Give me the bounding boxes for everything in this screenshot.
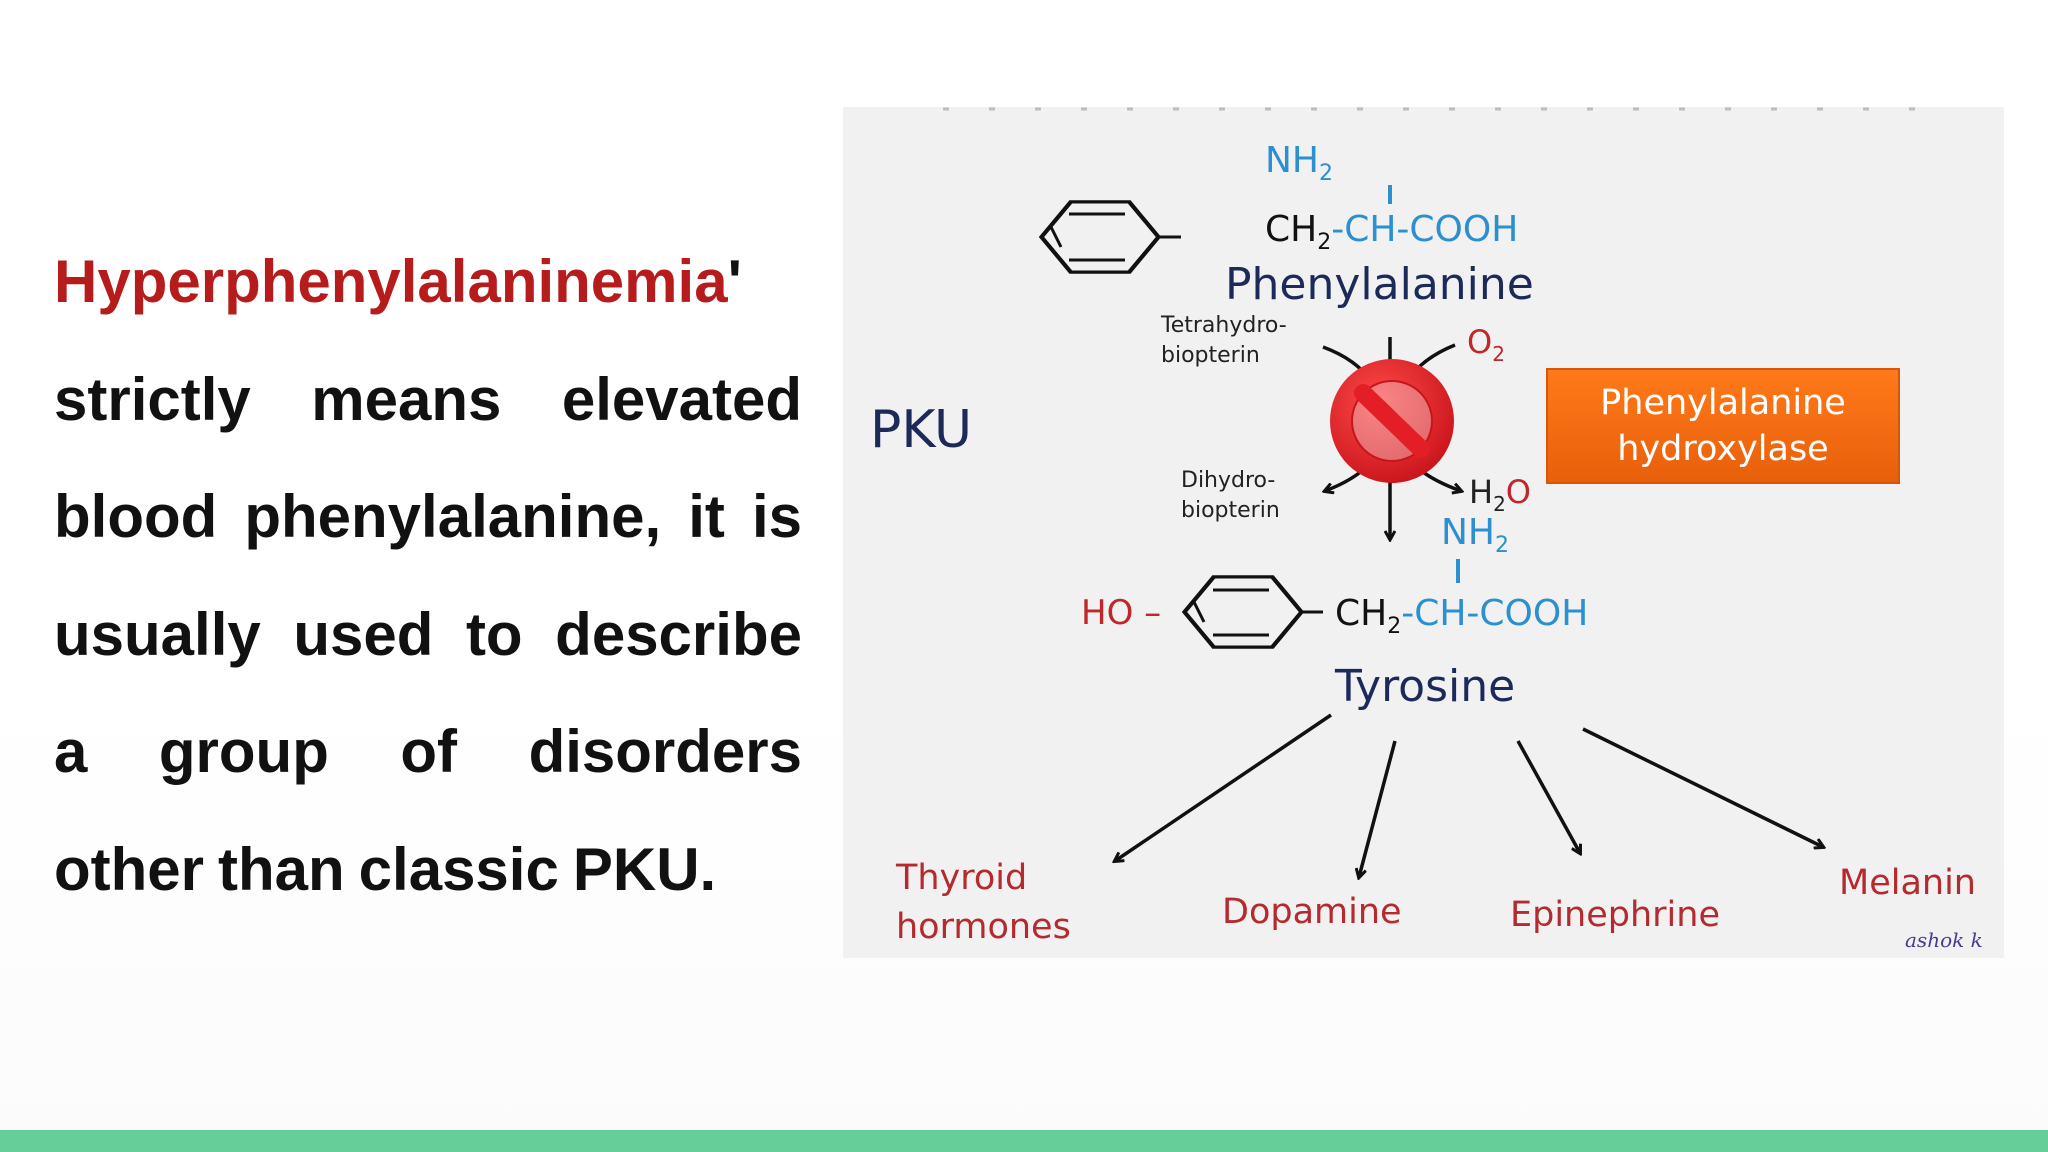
text-word: blood [54, 483, 218, 551]
text-word: of [400, 718, 458, 786]
prohibition-icon [1330, 359, 1454, 483]
water-label: H2O [1469, 473, 1531, 516]
author-signature: ashok k [1905, 928, 1983, 952]
text-word: used [293, 600, 434, 668]
text-word: group [158, 718, 329, 786]
phenylalanine-label: Phenylalanine [1225, 259, 1534, 310]
text-word: disorders [528, 718, 802, 786]
product-arrows [1115, 713, 1823, 877]
phe-amino-group: NH2 [1265, 140, 1333, 186]
enzyme-box: Phenylalanine hydroxylase [1546, 368, 1900, 484]
product-dopamine: Dopamine [1222, 892, 1402, 932]
tetrahydrobiopterin-label-1: Tetrahydro- [1160, 313, 1287, 338]
text-word: elevated [561, 365, 802, 433]
text-word: other [54, 835, 204, 903]
text-word: phenylalanine, [244, 483, 662, 551]
bottom-accent-bar [0, 1130, 2048, 1152]
dihydrobiopterin-label-2: biopterin [1181, 498, 1280, 523]
text-word: means [311, 365, 502, 433]
text-line: a group of disorders [54, 702, 802, 820]
text-word: than [218, 835, 345, 903]
text-word: classic [358, 835, 559, 903]
text-line: Hyperphenylalaninemia' [54, 232, 802, 350]
enzyme-label-line2: hydroxylase [1617, 429, 1828, 469]
description-text: Hyperphenylalaninemia' strictly means eleva… [54, 232, 802, 938]
oxygen-label: O2 [1467, 323, 1505, 366]
text-word: strictly [54, 365, 251, 433]
text-word: usually [54, 600, 261, 668]
highlighted-term-text: Hyperphenylalaninemia [54, 248, 728, 315]
dihydrobiopterin-label-1: Dihydro- [1181, 468, 1275, 493]
apostrophe: ' [727, 248, 742, 315]
text-word: PKU. [572, 835, 717, 903]
pku-label: PKU [870, 400, 972, 460]
text-word: describe [555, 600, 802, 668]
hydroxyl-group: HO – [1081, 593, 1161, 633]
text-word: is [751, 483, 802, 551]
tyrosine-benzene-ring-icon [1181, 575, 1305, 649]
text-word: it [688, 483, 725, 551]
text-word: to [465, 600, 523, 668]
benzene-ring-icon [1038, 200, 1162, 274]
tyrosine-label: Tyrosine [1334, 661, 1515, 712]
tyrosine-structure: HO – NH2 CH2-CH-COOH Tyrosine [1081, 512, 1588, 712]
text-word: a [54, 718, 88, 786]
pku-pathway-diagram: PKU NH2 CH2-CH-COOH Phenylalanine [843, 107, 2004, 958]
product-thyroid-hormones-1: Thyroid [895, 858, 1027, 898]
enzyme-label-line1: Phenylalanine [1600, 383, 1846, 423]
product-thyroid-hormones-2: hormones [896, 907, 1071, 947]
product-melanin: Melanin [1839, 863, 1976, 903]
tyr-amino-group: NH2 [1441, 512, 1509, 558]
text-line: strictly means elevated [54, 350, 802, 468]
tetrahydrobiopterin-label-2: biopterin [1161, 343, 1260, 368]
tyr-side-chain: CH2-CH-COOH [1335, 593, 1588, 639]
phenylalanine-structure: NH2 CH2-CH-COOH Phenylalanine [1038, 140, 1534, 310]
product-epinephrine: Epinephrine [1510, 895, 1720, 935]
highlighted-term: Hyperphenylalaninemia' [54, 232, 742, 350]
phe-side-chain: CH2-CH-COOH [1265, 209, 1518, 255]
